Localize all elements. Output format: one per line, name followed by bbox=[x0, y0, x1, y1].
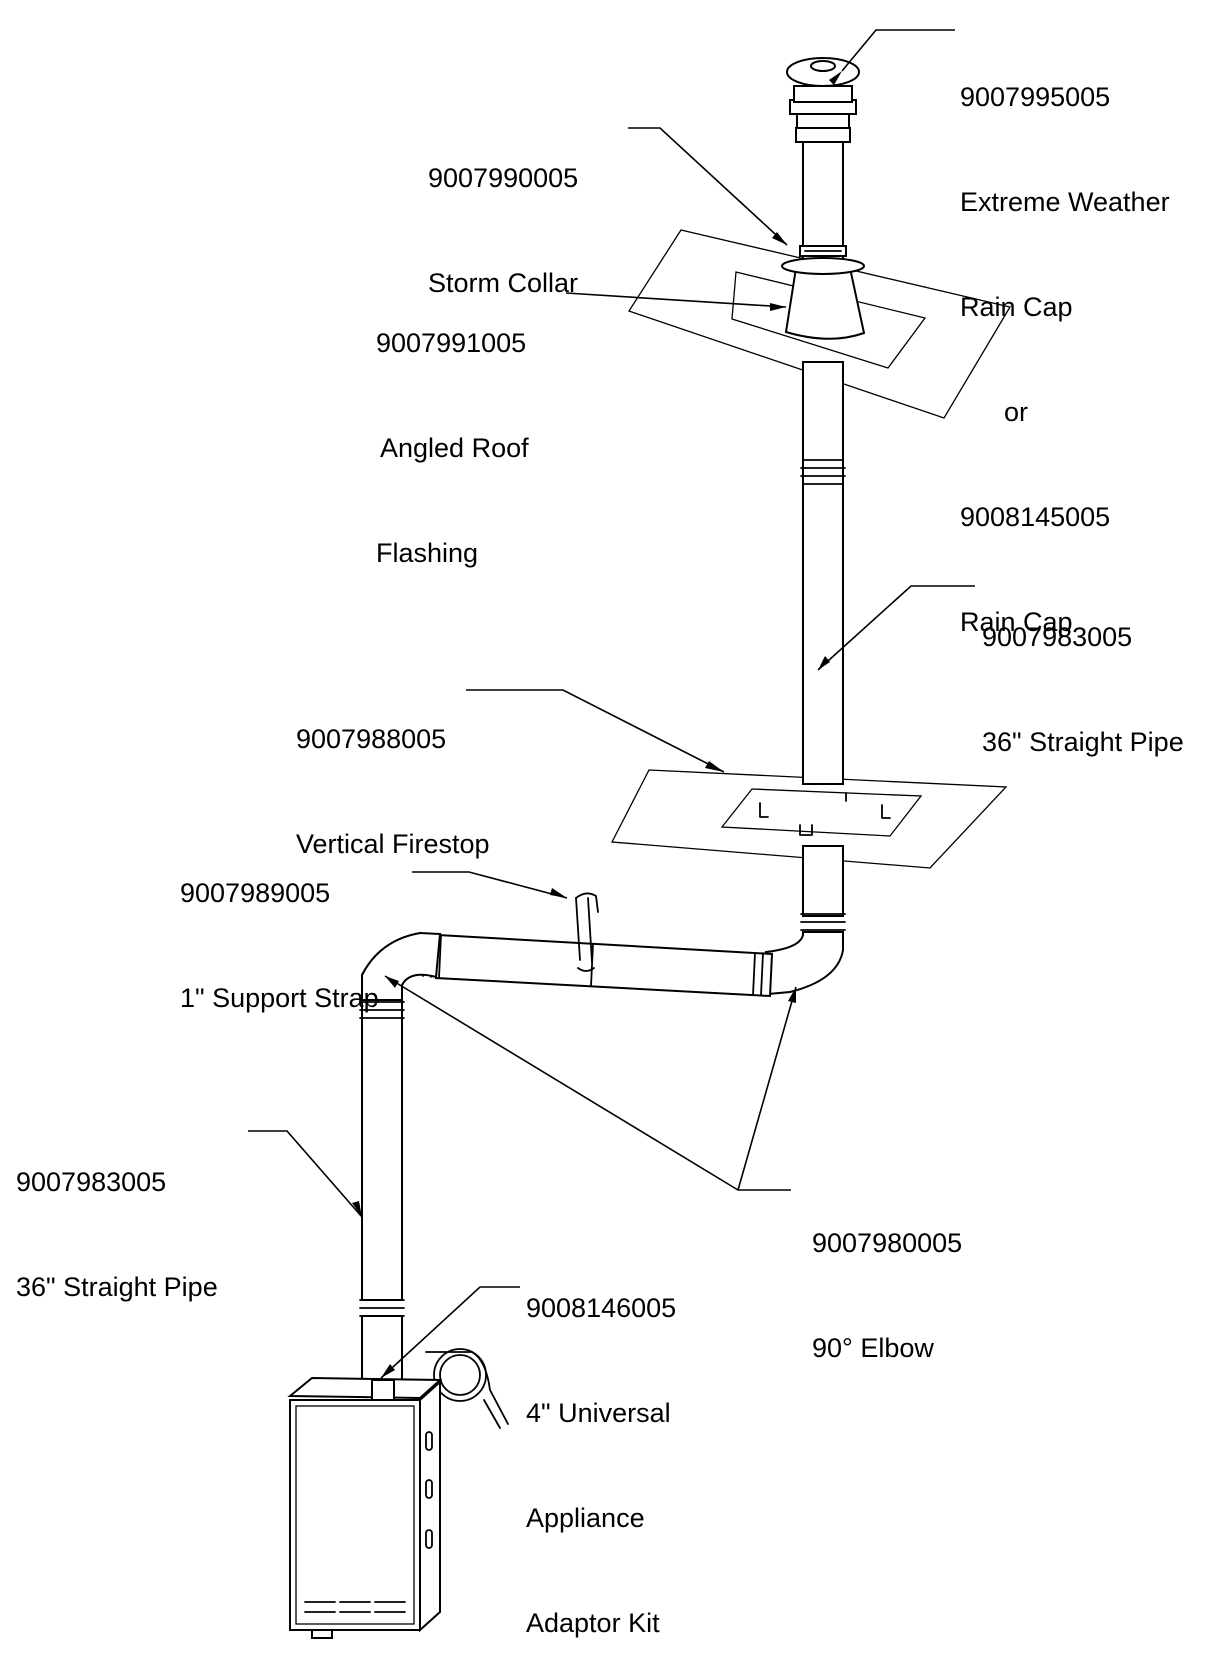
label-adaptor-kit-part: 9008146005 bbox=[526, 1293, 677, 1323]
vertical-pipe-upper bbox=[802, 361, 844, 785]
pipe-joint-lower bbox=[800, 913, 846, 931]
label-straight-pipe-lower: 9007983005 36" Straight Pipe bbox=[16, 1095, 218, 1340]
label-roof-flashing: 9007991005 Angled Roof Flashing bbox=[376, 256, 529, 606]
rain-cap-shape bbox=[786, 57, 860, 143]
label-storm-collar: 9007990005 Storm Collar bbox=[428, 91, 578, 336]
label-elbow: 9007980005 90° Elbow bbox=[812, 1156, 962, 1401]
leader-firestop bbox=[466, 689, 725, 773]
label-rain-cap-line-2: Rain Cap bbox=[960, 292, 1073, 322]
label-straight-pipe-upper: 9007983005 36" Straight Pipe bbox=[982, 550, 1184, 795]
label-adaptor-kit: 9008146005 4" Universal Appliance Adapto… bbox=[526, 1221, 676, 1676]
label-firestop: 9007988005 Vertical Firestop bbox=[296, 652, 490, 897]
water-heater bbox=[287, 1376, 443, 1639]
leader-storm-collar bbox=[628, 127, 788, 246]
leader-adaptor-kit bbox=[380, 1286, 520, 1379]
leader-roof-flashing bbox=[565, 292, 787, 308]
label-support-strap-line-1: 1" Support Strap bbox=[180, 983, 379, 1013]
label-rain-cap-line-3: or bbox=[1004, 397, 1029, 427]
leader-straight-pipe-upper bbox=[817, 585, 975, 671]
pipe-joint-upper bbox=[800, 459, 846, 485]
label-rain-cap-part: 9007995005 bbox=[960, 82, 1111, 112]
label-support-strap: 9007989005 1" Support Strap bbox=[180, 806, 379, 1051]
label-straight-pipe-upper-line-1: 36" Straight Pipe bbox=[982, 727, 1184, 757]
flashing-cone bbox=[784, 267, 866, 340]
lower-pipe-joints bbox=[359, 1001, 405, 1317]
label-adaptor-kit-line-2: Appliance bbox=[526, 1503, 645, 1533]
elbow-right bbox=[764, 931, 844, 996]
label-elbow-line-1: 90° Elbow bbox=[812, 1333, 934, 1363]
vertical-pipe-lower bbox=[361, 999, 403, 1301]
firestop-tabs bbox=[759, 792, 891, 836]
leader-lines bbox=[248, 29, 975, 1379]
leader-rain-cap bbox=[841, 29, 955, 72]
label-storm-collar-line-1: Storm Collar bbox=[428, 268, 579, 298]
label-storm-collar-part: 9007990005 bbox=[428, 163, 579, 193]
support-strap-shape bbox=[575, 892, 599, 972]
label-firestop-line-1: Vertical Firestop bbox=[296, 829, 490, 859]
label-straight-pipe-upper-part: 9007983005 bbox=[982, 622, 1133, 652]
leader-straight-pipe-lower bbox=[248, 1130, 363, 1218]
label-roof-flashing-part: 9007991005 bbox=[376, 328, 527, 358]
leader-support-strap bbox=[412, 871, 568, 899]
label-straight-pipe-lower-line-1: 36" Straight Pipe bbox=[16, 1272, 218, 1302]
vertical-pipe-below-firestop bbox=[802, 845, 844, 917]
pipe-top-segment bbox=[802, 139, 844, 261]
label-rain-cap-line-1: Extreme Weather bbox=[960, 187, 1170, 217]
label-firestop-part: 9007988005 bbox=[296, 724, 447, 754]
leader-elbow bbox=[384, 975, 797, 1191]
label-roof-flashing-line-2: Flashing bbox=[376, 538, 479, 568]
adaptor-coil bbox=[425, 1348, 509, 1429]
label-adaptor-kit-line-1: 4" Universal bbox=[526, 1398, 671, 1428]
label-support-strap-part: 9007989005 bbox=[180, 878, 331, 908]
label-rain-cap-line-5: Rain Cap bbox=[960, 607, 1073, 637]
label-straight-pipe-lower-part: 9007983005 bbox=[16, 1167, 167, 1197]
label-roof-flashing-line-1: Angled Roof bbox=[380, 433, 529, 463]
label-rain-cap-line-4: 9008145005 bbox=[960, 502, 1111, 532]
label-rain-cap: 9007995005 Extreme Weather Rain Cap or 9… bbox=[960, 10, 1170, 675]
horizontal-pipe bbox=[434, 933, 774, 998]
storm-collar-shape bbox=[799, 245, 847, 257]
leader-arrowheads bbox=[352, 71, 842, 1378]
label-adaptor-kit-line-3: Adaptor Kit bbox=[526, 1608, 660, 1638]
label-elbow-part: 9007980005 bbox=[812, 1228, 963, 1258]
firestop-inner bbox=[720, 788, 923, 837]
